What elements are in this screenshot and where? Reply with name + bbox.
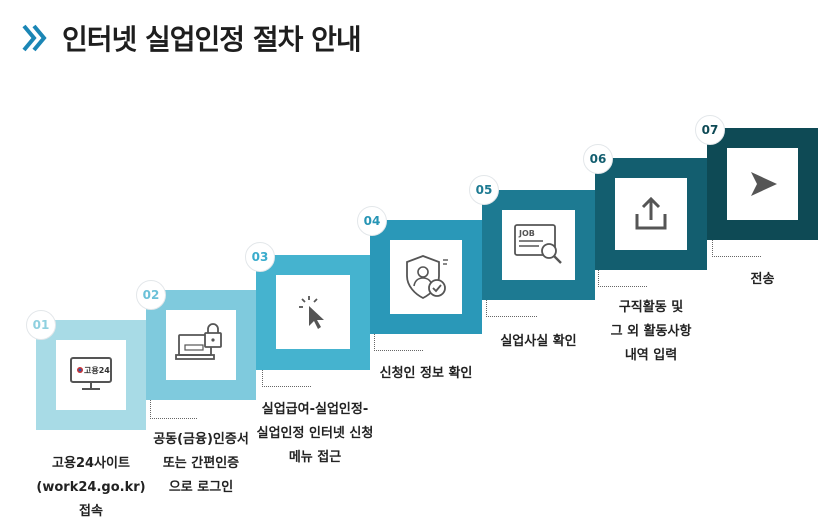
step-02-leader xyxy=(150,400,197,419)
step-03-label: 실업급여-실업인정- 실업인정 인터넷 신청 메뉴 접근 xyxy=(250,398,380,470)
step-01-icon-box: 고용24 xyxy=(56,340,126,410)
step-04-icon-box xyxy=(390,240,462,314)
step-06-leader xyxy=(598,270,647,287)
step-03-leader xyxy=(262,370,311,387)
step-03-label-line: 메뉴 접근 xyxy=(288,450,342,465)
title-bar: 인터넷 실업인정 절차 안내 xyxy=(20,16,362,60)
step-07-icon-box xyxy=(727,148,798,220)
step-07-label: 전송 xyxy=(707,268,818,292)
step-06-number: 06 xyxy=(583,144,613,174)
double-chevron-icon xyxy=(22,24,47,52)
cursor-click-icon xyxy=(299,296,324,329)
step-04-label: 신청인 정보 확인 xyxy=(370,362,482,386)
step-06-label: 구직활동 및 그 외 활동사항 내역 입력 xyxy=(591,296,711,368)
step-05-number: 05 xyxy=(469,175,499,205)
upload-icon xyxy=(635,196,667,230)
computer-icon: 고용24 xyxy=(70,357,112,390)
step-03-label-line: 실업인정 인터넷 신청 xyxy=(256,426,374,441)
step-04-label-line: 신청인 정보 확인 xyxy=(379,366,473,381)
page-title: 인터넷 실업인정 절차 안내 xyxy=(62,23,362,56)
step-01-label-line: 접속 xyxy=(79,504,103,519)
step-04-number: 04 xyxy=(357,206,387,236)
step-05-label-line: 실업사실 확인 xyxy=(500,334,577,349)
step-07-leader xyxy=(712,240,761,257)
step-03-icon-box xyxy=(276,275,350,349)
job-search-icon-text: JOB xyxy=(518,229,535,238)
step-01-number: 01 xyxy=(26,310,56,340)
step-07-number: 07 xyxy=(695,115,725,145)
shield-person-icon xyxy=(406,255,448,300)
step-05-label: 실업사실 확인 xyxy=(482,330,595,354)
send-arrow-icon xyxy=(750,172,777,196)
step-06-label-line: 내역 입력 xyxy=(624,348,678,363)
step-02-number: 02 xyxy=(136,280,166,310)
step-04-leader xyxy=(374,334,423,351)
step-02-icon-box xyxy=(166,310,236,380)
computer-icon-text: 고용24 xyxy=(84,365,110,375)
step-02-label: 공동(금융)인증서 또는 간편인증 으로 로그인 xyxy=(146,428,256,500)
step-03-number: 03 xyxy=(245,242,275,272)
step-05-leader xyxy=(486,300,537,317)
step-06-label-line: 구직활동 및 xyxy=(618,300,684,315)
job-search-icon: JOB xyxy=(513,224,562,264)
step-01-label: 고용24사이트 (work24.go.kr) 접속 xyxy=(36,452,146,524)
step-06-label-line: 그 외 활동사항 xyxy=(610,324,692,339)
laptop-lock-icon xyxy=(175,323,222,360)
step-02-label-line: 또는 간편인증 xyxy=(162,456,240,471)
step-07-label-line: 전송 xyxy=(750,272,775,287)
step-01-label-line: (work24.go.kr) xyxy=(36,480,146,495)
step-03-label-line: 실업급여-실업인정- xyxy=(261,402,369,417)
step-05-icon-box: JOB xyxy=(502,210,575,280)
step-01-label-line: 고용24사이트 xyxy=(52,456,130,471)
step-02-label-line: 공동(금융)인증서 xyxy=(153,432,249,447)
step-02-label-line: 으로 로그인 xyxy=(168,480,234,495)
step-06-icon-box xyxy=(615,178,687,250)
